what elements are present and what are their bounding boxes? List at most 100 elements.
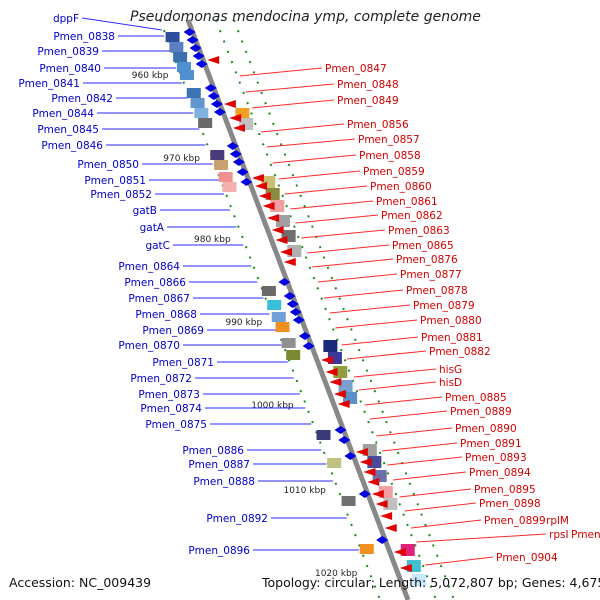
left-gene-label: Pmen_0874	[140, 403, 202, 415]
right-gene-label: Pmen_0860	[370, 181, 432, 193]
left-gene-label: Pmen_0842	[51, 93, 113, 105]
left-feature-block	[275, 322, 290, 332]
right-connector	[239, 67, 323, 77]
left-gene-label: Pmen_0841	[18, 78, 80, 90]
right-gene-label: Pmen_0878	[406, 285, 468, 297]
left-feature-block	[179, 70, 194, 80]
left-feature-block	[194, 108, 209, 118]
right-connector	[425, 556, 494, 566]
left-gene-label: Pmen_0888	[193, 476, 255, 488]
reverse-arrow	[262, 202, 275, 210]
right-connector	[278, 170, 361, 180]
reverse-arrow	[280, 248, 292, 256]
right-gene-label: hisG	[439, 364, 462, 376]
kbp-tick-label: 1020 kbp	[315, 569, 358, 579]
right-connector	[295, 214, 379, 224]
right-connector	[369, 410, 448, 420]
forward-arrow	[189, 44, 202, 52]
left-feature-block	[186, 88, 201, 98]
right-feature-block	[372, 470, 387, 482]
right-gene-label: Pmen_0862	[381, 210, 443, 222]
reverse-arrow	[271, 226, 284, 234]
right-connector	[387, 456, 463, 466]
left-feature-block	[316, 430, 331, 440]
right-gene-label: Pmen_0890	[455, 423, 517, 435]
reverse-arrow	[267, 214, 280, 222]
forward-arrow	[334, 426, 347, 434]
right-feature-block	[412, 574, 427, 586]
right-connector	[341, 336, 419, 346]
reverse-arrow	[251, 174, 264, 182]
right-connector	[301, 229, 386, 239]
right-connector	[381, 442, 458, 452]
right-connector	[266, 138, 356, 148]
left-gene-label: Pmen_0864	[118, 261, 180, 273]
left-feature-block	[341, 496, 356, 506]
right-feature-block	[338, 380, 353, 392]
left-feature-block	[261, 286, 276, 296]
accession-label: Accession: NC_009439	[9, 575, 152, 590]
left-feature-block	[327, 458, 342, 468]
reverse-arrow	[333, 390, 346, 398]
left-gene-label: Pmen_0870	[118, 340, 180, 352]
left-connector	[81, 17, 162, 31]
right-connector	[399, 488, 472, 498]
right-gene-label: Pmen_0882	[429, 346, 491, 358]
forward-arrow	[207, 92, 220, 100]
right-gene-label: Pmen_0893	[465, 452, 527, 464]
forward-arrow	[192, 52, 205, 60]
right-connector	[335, 319, 418, 329]
kbp-tick-label: 990 kbp	[225, 318, 262, 328]
left-feature-block	[281, 338, 296, 348]
reverse-arrow	[320, 356, 333, 364]
left-gene-label: Pmen_0868	[135, 309, 197, 321]
right-gene-label: Pmen_0904	[496, 552, 558, 564]
left-feature-block	[214, 160, 229, 170]
right-feature-block	[275, 215, 290, 227]
right-gene-label: Pmen_0889	[450, 406, 512, 418]
right-gene-label: Pmen_0857	[358, 134, 420, 146]
reverse-arrow	[223, 100, 236, 108]
reverse-arrow	[232, 124, 245, 132]
right-connector	[353, 368, 437, 378]
left-gene-label: Pmen_0866	[124, 277, 186, 289]
left-gene-label: Pmen_0871	[152, 357, 214, 369]
right-gene-label: Pmen_0880	[420, 315, 482, 327]
right-connector	[317, 273, 398, 283]
right-connector	[329, 304, 411, 314]
right-gene-label: hisD	[439, 377, 462, 389]
right-feature-block	[323, 340, 338, 352]
left-feature-block	[286, 350, 301, 360]
right-connector	[364, 396, 443, 406]
right-connector	[272, 154, 357, 164]
right-connector	[245, 83, 335, 93]
forward-arrow	[289, 308, 302, 316]
forward-arrow	[292, 316, 305, 324]
right-gene-label: rpsI	[549, 529, 569, 541]
left-gene-label: gatB	[133, 205, 157, 217]
reverse-arrow	[375, 500, 388, 508]
reverse-arrow	[283, 258, 296, 266]
forward-arrow	[376, 536, 389, 544]
forward-arrow	[183, 28, 196, 36]
left-feature-block	[190, 98, 205, 108]
reverse-arrow	[393, 548, 406, 556]
left-gene-label: Pmen_0872	[130, 373, 192, 385]
left-gene-label: Pmen_0869	[142, 325, 204, 337]
right-connector	[358, 381, 437, 391]
right-gene-label: Pmen_0894	[469, 467, 531, 479]
forward-arrow	[240, 178, 253, 186]
left-feature-block	[210, 150, 225, 160]
left-gene-label: Pmen_0887	[188, 459, 250, 471]
right-gene-label: Pmen_0858	[359, 150, 421, 162]
left-feature-block	[267, 300, 282, 310]
right-gene-label: Pmen_0856	[347, 119, 409, 131]
forward-arrow	[226, 142, 239, 150]
left-gene-label: gatA	[140, 222, 165, 234]
right-gene-label: Pmen_0899	[484, 515, 546, 527]
forward-arrow	[358, 490, 371, 498]
forward-arrow	[213, 108, 226, 116]
forward-arrow	[232, 158, 245, 166]
right-connector	[323, 289, 404, 299]
